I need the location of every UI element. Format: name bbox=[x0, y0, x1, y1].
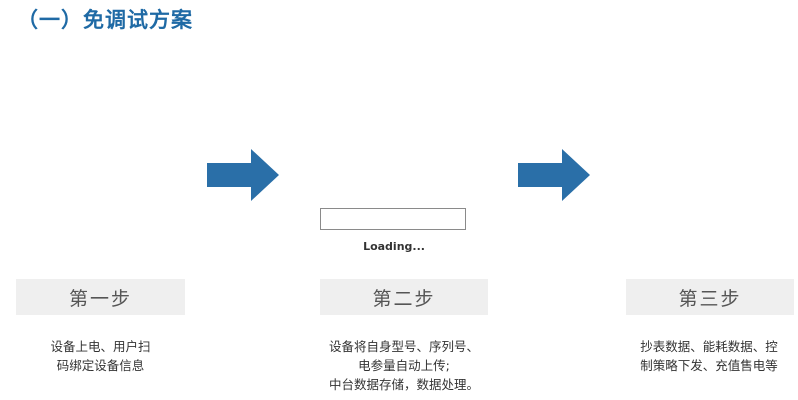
step-2-description: 设备将自身型号、序列号、 电参量自动上传; 中台数据存储，数据处理。 bbox=[300, 337, 508, 394]
step-3-label: 第三步 bbox=[626, 279, 794, 315]
desc-line: 中台数据存储，数据处理。 bbox=[328, 377, 479, 392]
page-title: （一）免调试方案 bbox=[17, 8, 193, 32]
step-2-label: 第二步 bbox=[320, 279, 488, 315]
step-3-description: 抄表数据、能耗数据、控 制策略下发、充值售电等 bbox=[620, 337, 798, 375]
desc-line: 设备将自身型号、序列号、 bbox=[328, 339, 479, 354]
desc-line: 制策略下发、充值售电等 bbox=[640, 358, 778, 373]
desc-line: 设备上电、用户扫 bbox=[50, 339, 151, 354]
desc-line: 码绑定设备信息 bbox=[56, 358, 145, 373]
arrow-right-icon bbox=[207, 149, 279, 201]
desc-line: 抄表数据、能耗数据、控 bbox=[640, 339, 778, 354]
loading-text: Loading... bbox=[363, 240, 425, 253]
loading-progress-bar bbox=[320, 208, 466, 230]
step-1-description: 设备上电、用户扫 码绑定设备信息 bbox=[16, 337, 185, 375]
step-1-label: 第一步 bbox=[16, 279, 185, 315]
desc-line: 电参量自动上传; bbox=[358, 358, 450, 373]
arrow-right-icon bbox=[518, 149, 590, 201]
